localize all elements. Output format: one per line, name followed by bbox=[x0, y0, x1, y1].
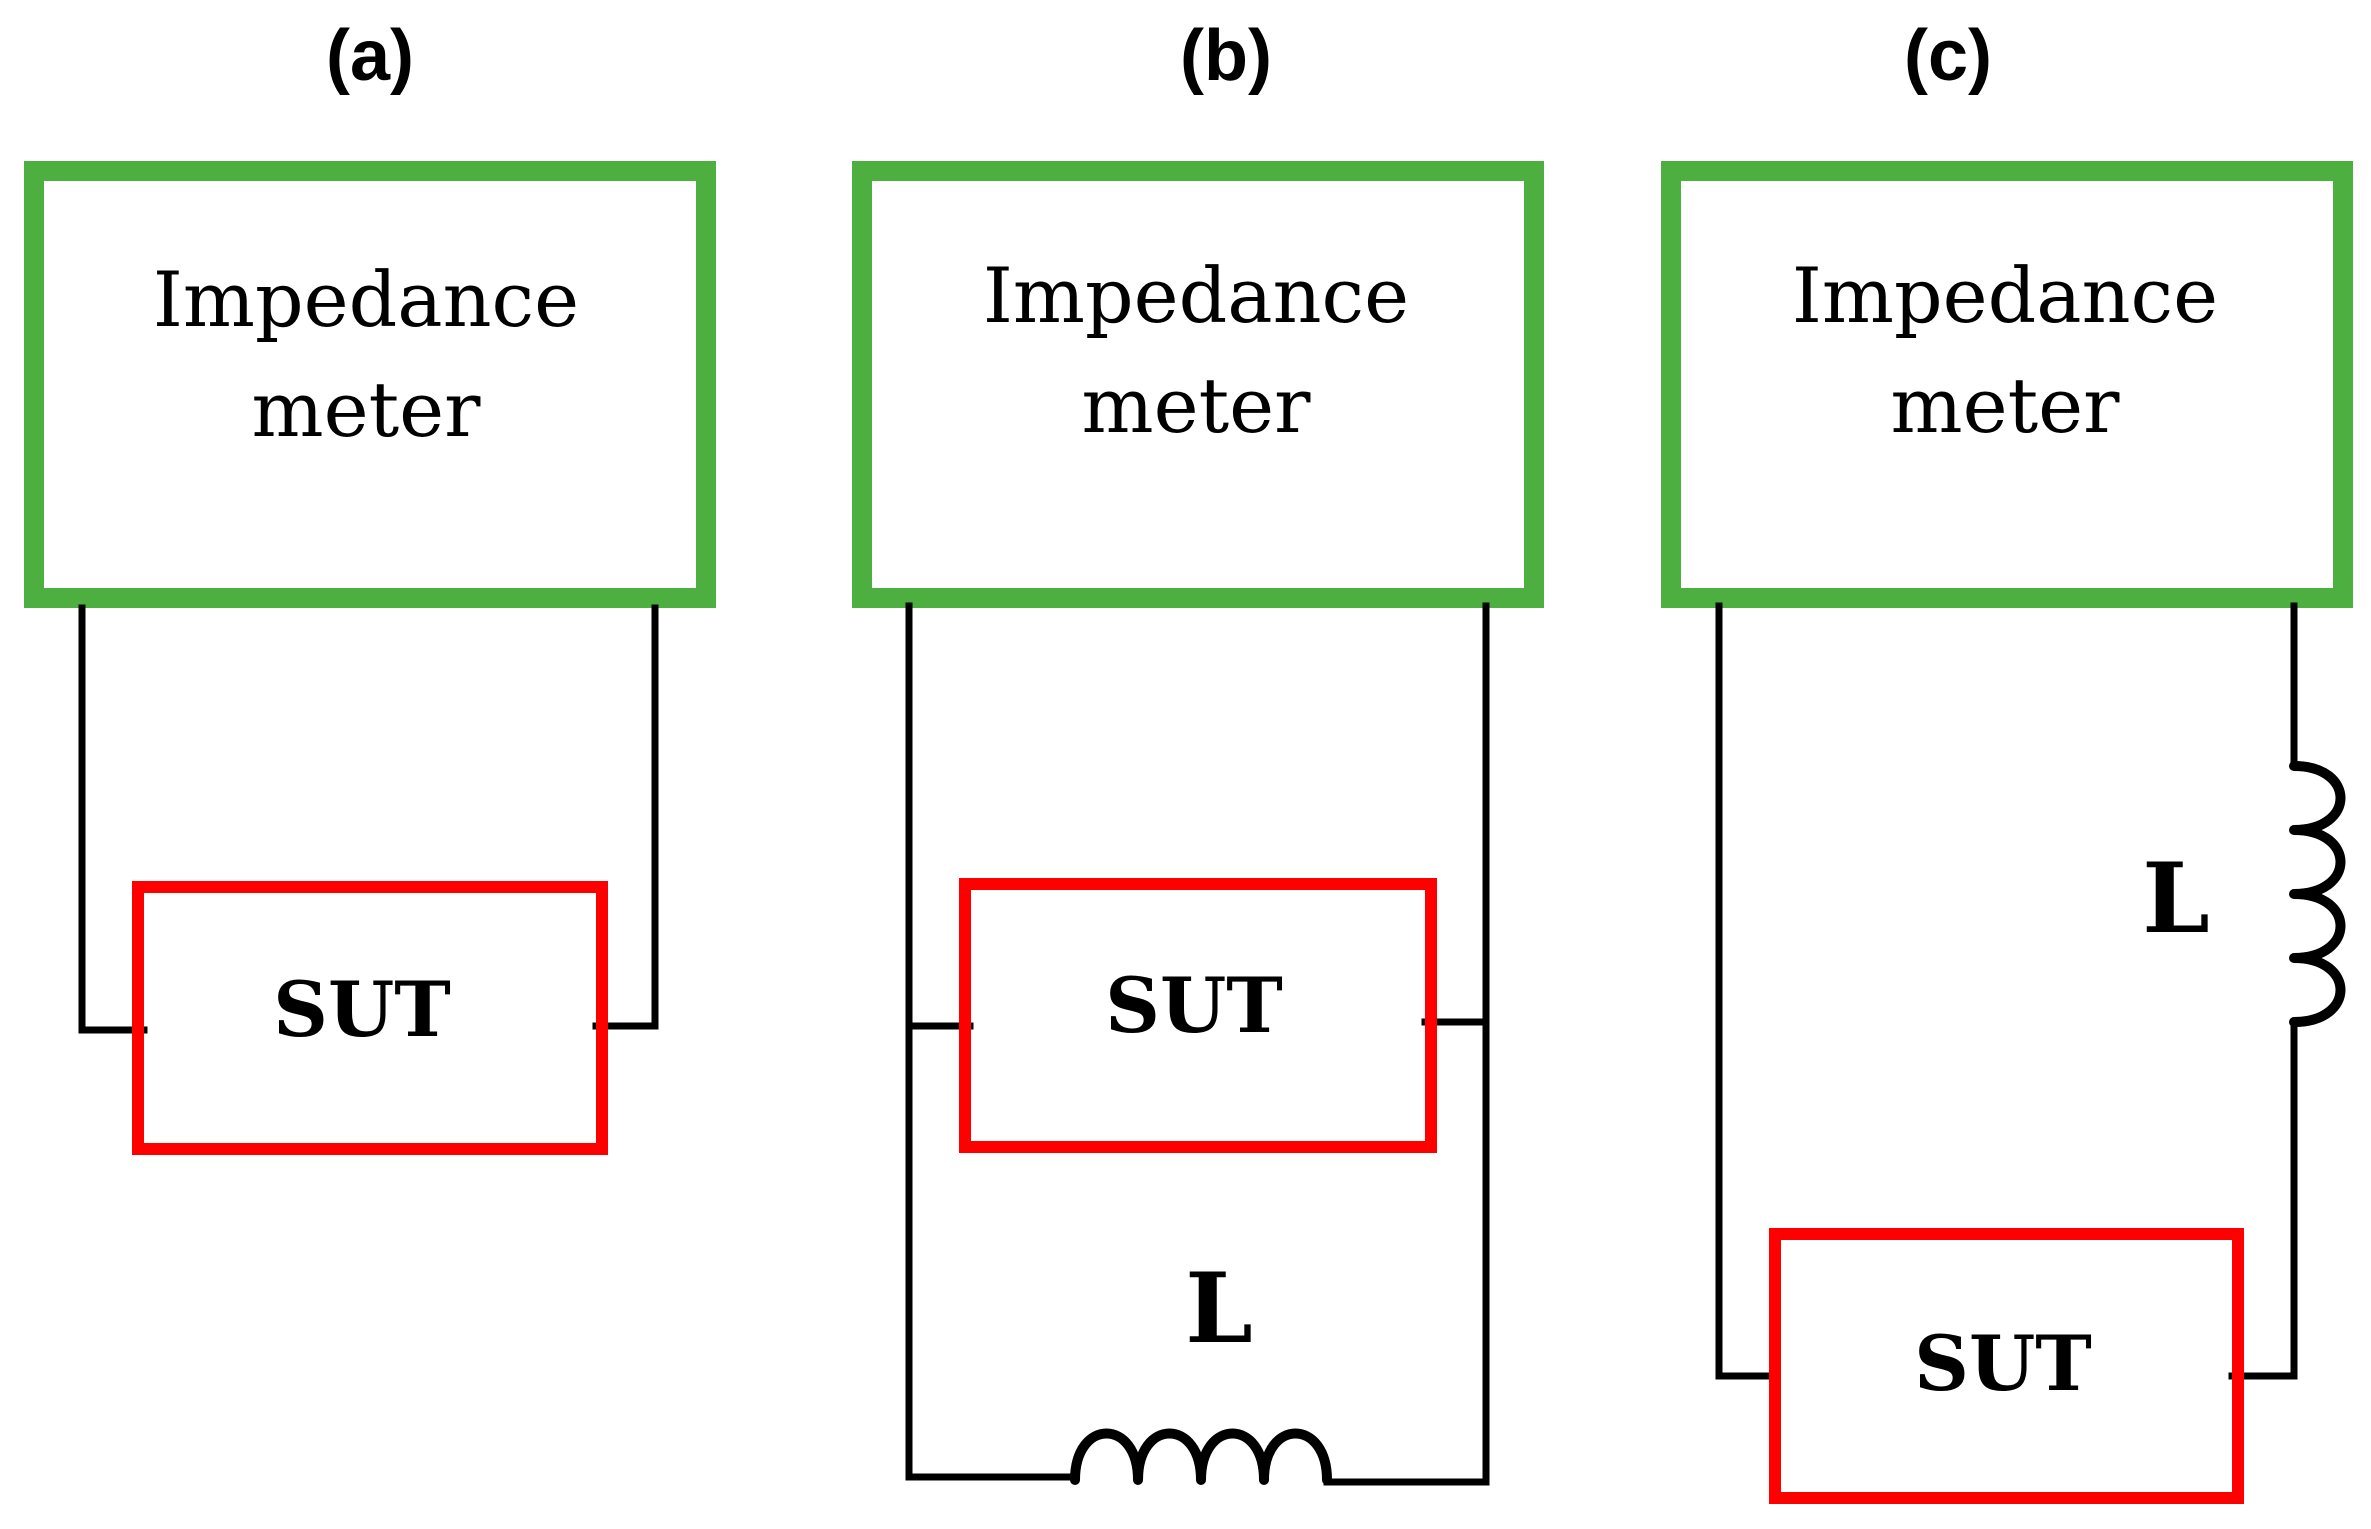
panel-b-inductor-label: L bbox=[1185, 1252, 1253, 1365]
panel-c-right-wire-bottom bbox=[2228, 1020, 2298, 1380]
panel-b: (b) Impedance meter SUT L bbox=[852, 16, 1544, 1486]
panel-b-impedance-meter-box bbox=[852, 161, 1544, 608]
panel-b-label: (b) bbox=[1180, 16, 1272, 96]
panel-b-left-wire bbox=[905, 602, 1079, 1481]
panel-b-sut-box bbox=[959, 878, 1437, 1153]
panel-a-sut-box bbox=[132, 881, 608, 1155]
panel-c-inductor-label: L bbox=[2142, 842, 2210, 955]
panel-a-right-wire bbox=[592, 604, 659, 1030]
panel-a-meter-label-line2: meter bbox=[252, 365, 482, 454]
panel-a-label: (a) bbox=[326, 16, 414, 96]
panel-c-sut-box bbox=[1769, 1228, 2244, 1504]
panel-a-impedance-meter-box bbox=[24, 161, 716, 608]
panel-c-meter-label-line2: meter bbox=[1891, 361, 2121, 450]
panel-a-meter-label-line1: Impedance bbox=[153, 255, 579, 344]
panel-a-sut-label: SUT bbox=[273, 965, 451, 1054]
panel-b-inductor-coil bbox=[1070, 1428, 1332, 1485]
panel-c-label: (c) bbox=[1904, 16, 1992, 96]
panel-a: (a) Impedance meter SUT bbox=[24, 16, 716, 1155]
panel-c-meter-label-line1: Impedance bbox=[1792, 251, 2218, 340]
panel-c: (c) Impedance meter L SUT bbox=[1661, 16, 2353, 1504]
panel-b-meter-label-line2: meter bbox=[1082, 361, 1312, 450]
panel-c-inductor-coil bbox=[2289, 761, 2346, 1027]
panel-c-left-wire bbox=[1715, 602, 1781, 1380]
panel-c-sut-label: SUT bbox=[1914, 1319, 2092, 1408]
panel-b-right-wire bbox=[1323, 602, 1490, 1486]
panel-b-meter-label-line1: Impedance bbox=[983, 251, 1409, 340]
panel-a-left-wire bbox=[78, 604, 148, 1034]
panel-b-sut-label: SUT bbox=[1105, 961, 1283, 1050]
panel-c-impedance-meter-box bbox=[1661, 161, 2353, 608]
